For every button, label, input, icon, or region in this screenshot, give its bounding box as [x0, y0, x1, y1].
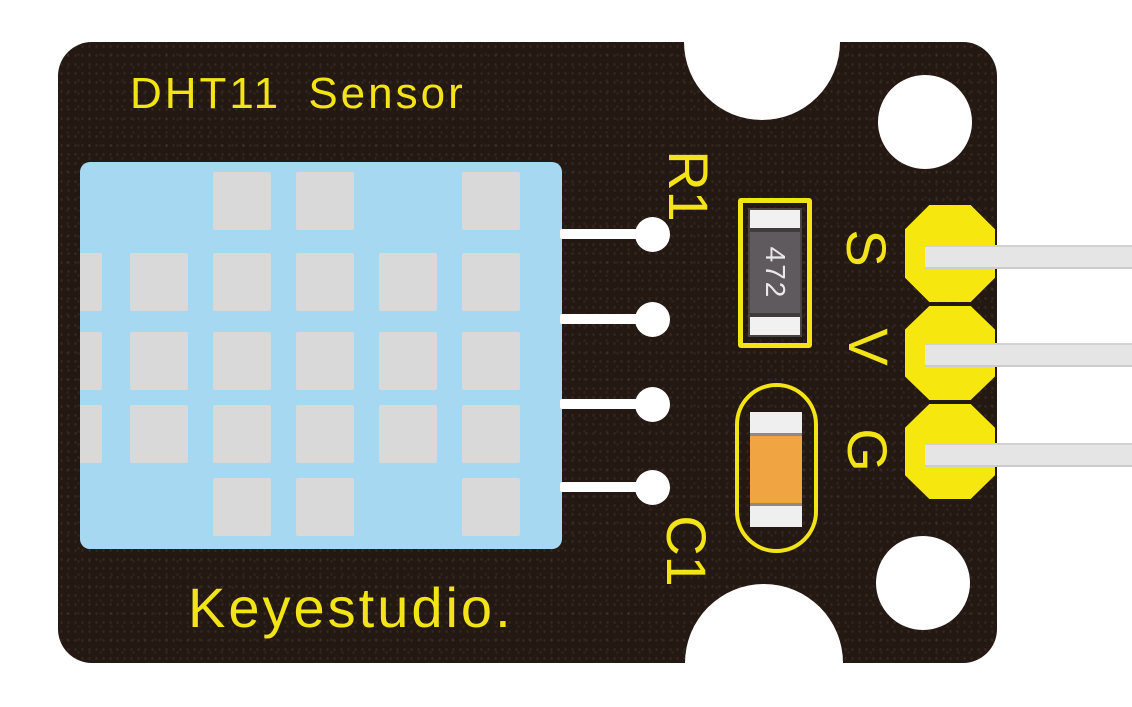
resistor-value-marking: 472	[760, 246, 791, 299]
wire-solder-dot	[635, 217, 670, 252]
module-title: DHT11 Sensor	[130, 69, 466, 118]
capacitor-outline	[735, 383, 818, 553]
sensor-grid-square	[130, 253, 188, 311]
header-pin-s	[925, 245, 1132, 269]
sensor-grid-square	[80, 332, 102, 390]
capacitor-designator-label: C1	[655, 515, 718, 587]
mounting-hole	[876, 536, 970, 630]
sensor-grid-square	[462, 478, 520, 536]
resistor-end-cap	[750, 313, 800, 335]
sensor-grid-square	[462, 332, 520, 390]
sensor-grid-square	[296, 172, 354, 230]
sensor-grid-square	[296, 478, 354, 536]
sensor-grid-square	[213, 332, 271, 390]
sensor-grid-square	[296, 253, 354, 311]
sensor-grid-square	[379, 405, 437, 463]
wire-solder-dot	[635, 387, 670, 422]
sensor-grid-square	[213, 478, 271, 536]
sensor-grid-square	[213, 405, 271, 463]
sensor-grid-square	[379, 253, 437, 311]
sensor-grid-square	[379, 332, 437, 390]
sensor-grid-square	[130, 405, 188, 463]
brand-label: Keyestudio.	[188, 576, 514, 639]
sensor-grid-square	[213, 253, 271, 311]
board-notch-top	[684, 0, 840, 120]
board-notch-bottom	[685, 584, 843, 707]
header-pin-g	[925, 443, 1132, 467]
capacitor-end-cap	[750, 503, 802, 527]
wire-solder-dot	[635, 302, 670, 337]
sensor-wire	[560, 482, 650, 492]
pin-label-s: S	[835, 229, 898, 267]
dht11-sensing-element	[80, 162, 562, 549]
sensor-grid-square	[296, 405, 354, 463]
sensor-grid-square	[296, 332, 354, 390]
sensor-grid-square	[213, 172, 271, 230]
resistor-outline	[738, 198, 812, 348]
wire-solder-dot	[635, 470, 670, 505]
pin-label-g: G	[836, 428, 899, 472]
resistor-end-cap	[750, 210, 800, 232]
capacitor-end-cap	[750, 412, 802, 436]
sensor-grid-square	[130, 332, 188, 390]
sensor-grid-square	[80, 253, 102, 311]
sensor-grid-square	[462, 253, 520, 311]
sensor-grid-square	[80, 405, 102, 463]
capacitor-component	[750, 412, 802, 527]
mounting-hole	[878, 75, 972, 169]
header-pin-v	[925, 343, 1132, 367]
sensor-wire	[560, 229, 650, 239]
sensor-grid-square	[462, 172, 520, 230]
resistor-component: 472	[748, 208, 802, 337]
resistor-designator-label: R1	[657, 150, 720, 222]
pin-label-v: V	[837, 328, 900, 366]
sensor-grid-square	[462, 405, 520, 463]
sensor-wire	[560, 314, 650, 324]
sensor-wire	[560, 399, 650, 409]
